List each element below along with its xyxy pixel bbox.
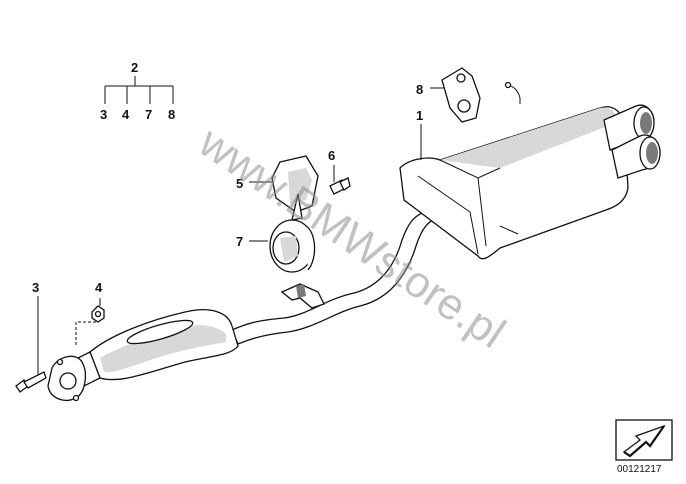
rear-muffler[interactable]	[399, 81, 661, 260]
leader-lines	[37, 87, 444, 375]
label-part-7[interactable]: 7	[236, 234, 243, 249]
label-sub-4[interactable]: 4	[122, 107, 130, 122]
label-sub-7[interactable]: 7	[145, 107, 152, 122]
nut-4[interactable]	[91, 305, 105, 323]
label-sub-8[interactable]: 8	[168, 107, 175, 122]
rubber-mount-7[interactable]	[269, 219, 316, 273]
orientation-arrow-box	[615, 419, 673, 461]
diagram-code: 00121217	[617, 464, 662, 475]
label-part-6[interactable]: 6	[328, 148, 335, 163]
rubber-hanger-8[interactable]	[441, 67, 481, 123]
tailpipes	[603, 104, 661, 179]
front-silencer-assembly[interactable]	[47, 209, 444, 402]
bolt-3[interactable]	[15, 371, 47, 393]
label-part-8[interactable]: 8	[416, 82, 423, 97]
pipe-bracket[interactable]	[280, 283, 325, 309]
bracket-5[interactable]	[271, 155, 319, 221]
label-part-1[interactable]: 1	[416, 108, 423, 123]
label-group-2[interactable]: 2	[131, 60, 138, 75]
group-label-tree: 2 3 4 7 8	[100, 60, 175, 122]
label-part-3[interactable]: 3	[32, 280, 39, 295]
label-part-5[interactable]: 5	[236, 176, 243, 191]
bolt-6[interactable]	[329, 177, 351, 195]
label-part-4[interactable]: 4	[95, 280, 103, 295]
label-sub-3[interactable]: 3	[100, 107, 107, 122]
